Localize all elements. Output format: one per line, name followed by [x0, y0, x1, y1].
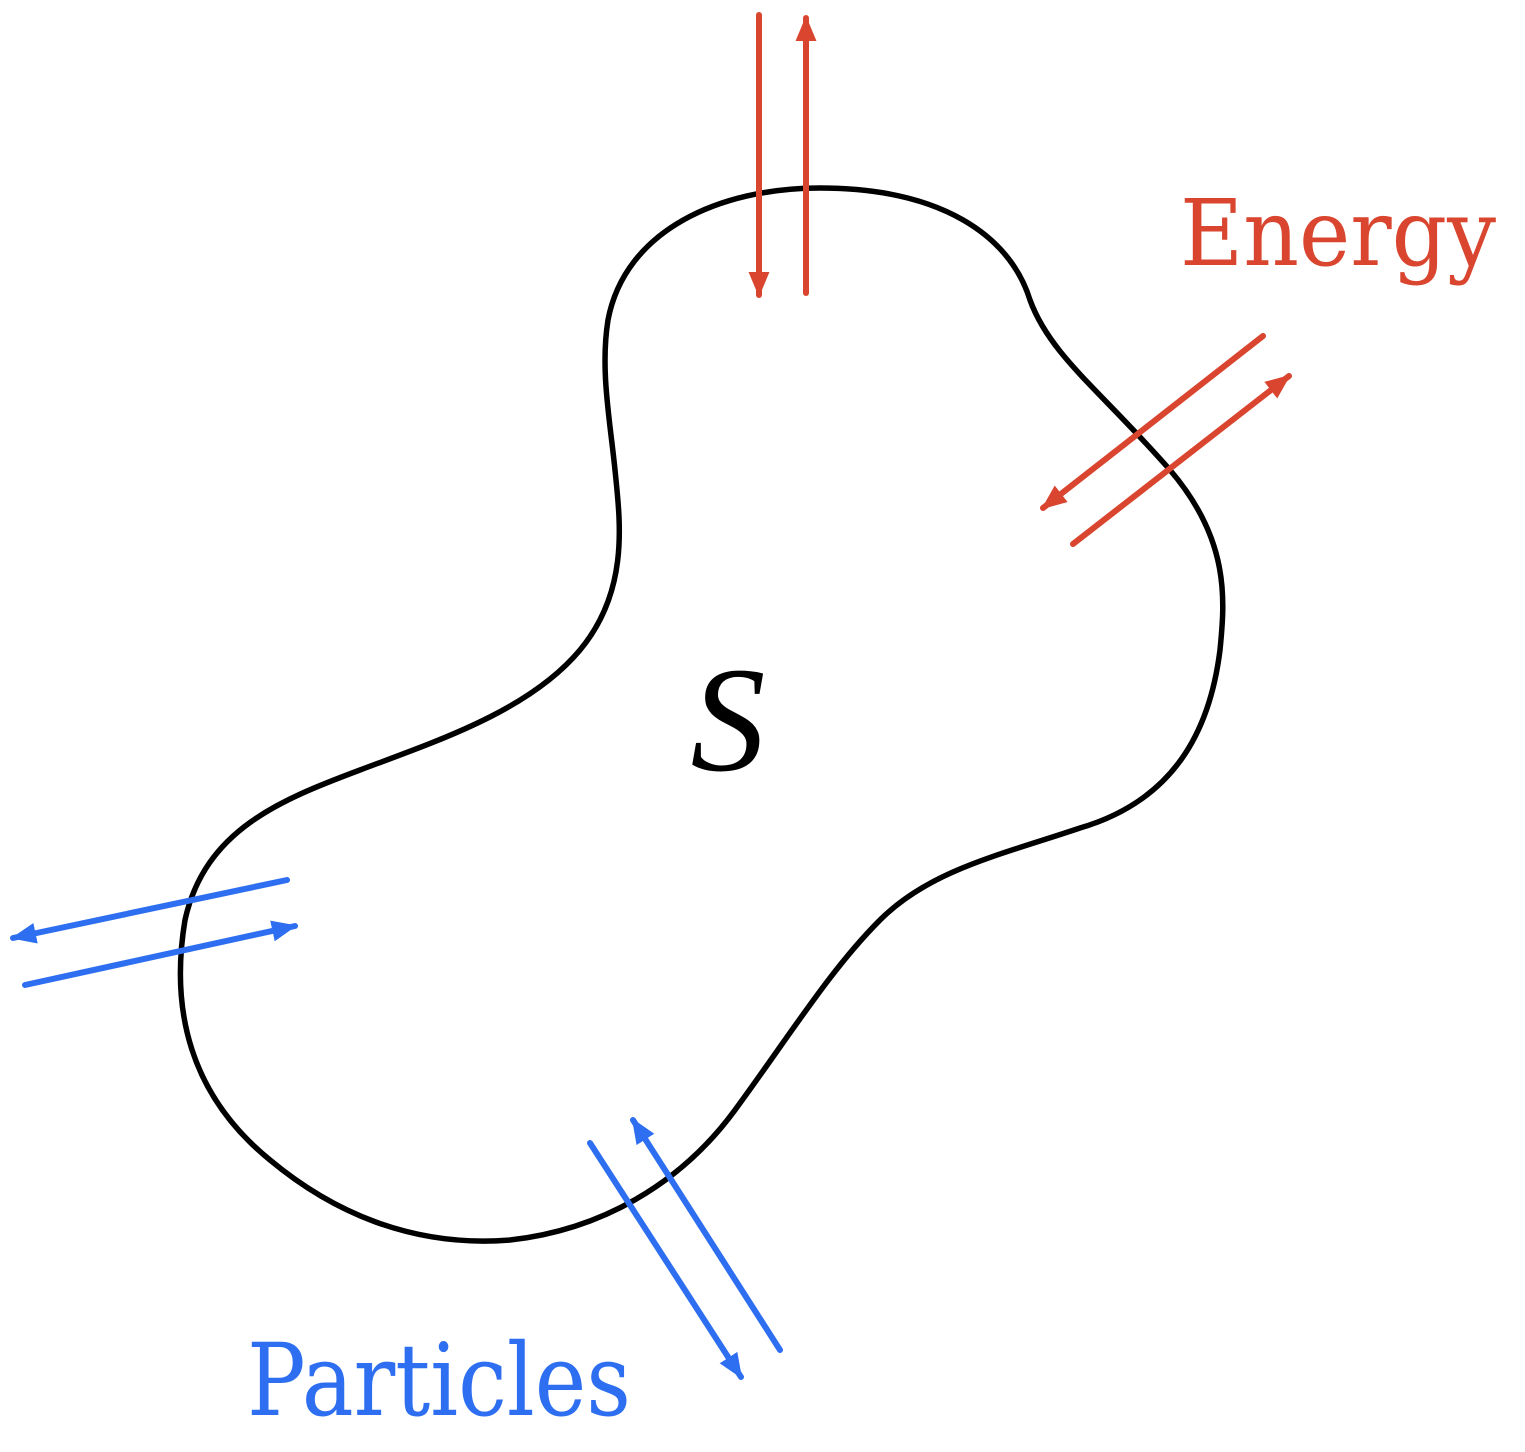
system-label: S	[691, 637, 766, 803]
particle-arrow-in-bottom	[630, 1117, 783, 1353]
particle-arrow-out-bottom	[587, 1140, 744, 1380]
particle-arrow-in-left	[22, 920, 298, 988]
energy-arrow-in-right	[1040, 333, 1266, 511]
energy-label: Energy	[1180, 180, 1496, 287]
particles-label: Particles	[247, 1322, 631, 1439]
particle-arrow-out-left	[10, 877, 290, 944]
energy-arrow-out-right	[1070, 373, 1292, 547]
system-boundary	[177, 185, 1226, 1244]
